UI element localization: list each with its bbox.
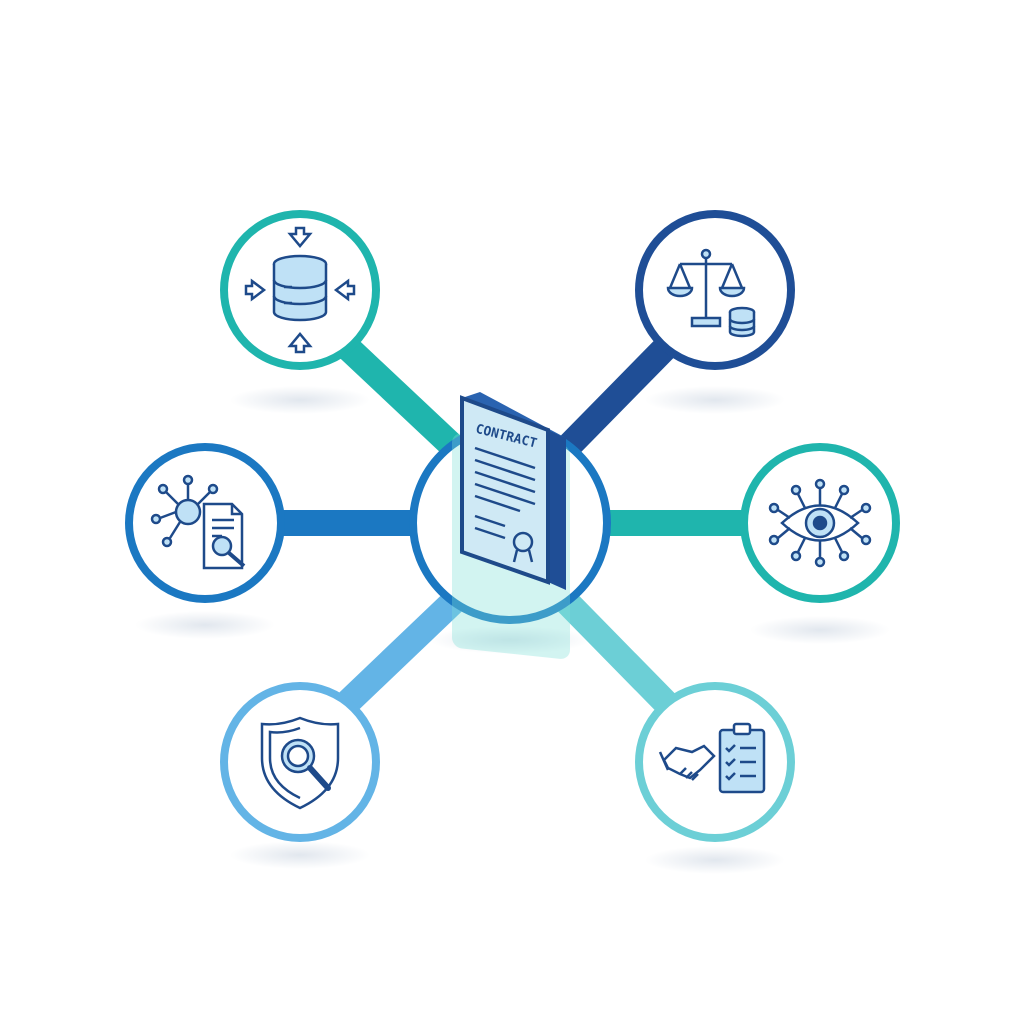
node-shadows	[135, 386, 890, 874]
node-agreement-checklist[interactable]	[635, 682, 795, 842]
shield-magnifier-icon	[260, 716, 340, 810]
connectors	[282, 335, 748, 715]
network-document-search-icon	[150, 474, 246, 570]
eye-network-icon	[768, 478, 872, 568]
node-data-ingestion[interactable]	[220, 210, 380, 370]
connector-agreement-checklist	[555, 590, 678, 715]
contract-document-icon	[460, 392, 566, 590]
handshake-checklist-icon	[658, 722, 766, 794]
connector-data-ingestion	[336, 335, 471, 465]
center-hub[interactable]: CONTRACT	[409, 392, 611, 660]
node-network-document-search[interactable]	[125, 443, 285, 603]
database-arrows-icon	[244, 226, 356, 354]
connector-risk-audit	[336, 590, 464, 715]
node-compliance-balance[interactable]	[635, 210, 795, 370]
connector-compliance-balance	[550, 335, 678, 465]
node-monitoring[interactable]	[740, 443, 900, 603]
node-risk-audit[interactable]	[220, 682, 380, 842]
scales-coins-icon	[666, 248, 756, 338]
